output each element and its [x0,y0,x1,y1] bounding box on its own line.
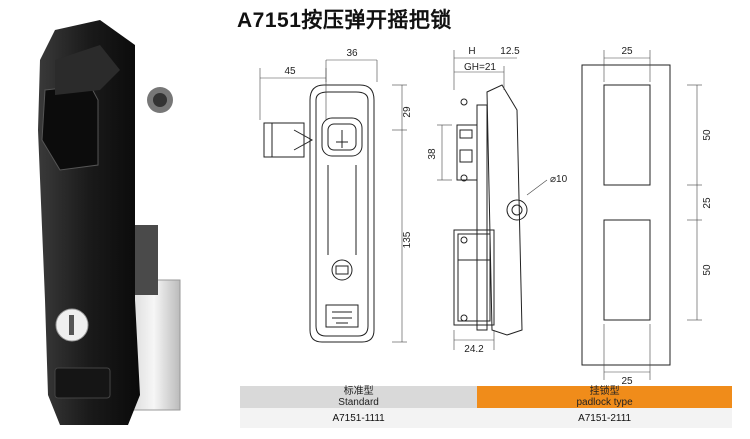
dim-gh: GH=21 [464,62,496,73]
model-table: 标准型 Standard 挂锁型 padlock type A7151-1111… [240,386,732,428]
dim-50-lower: 50 [702,264,713,276]
code-padlock: A7151-2111 [477,408,732,428]
side-view [453,84,528,336]
dim-29: 29 [402,106,413,118]
code-standard: A7151-1111 [240,408,478,428]
header-padlock: 挂锁型 padlock type [477,386,732,408]
dim-12-5: 12.5 [500,46,520,57]
dim-25-top: 25 [621,46,633,57]
dim-24-2: 24.2 [464,344,484,355]
dim-135: 135 [402,231,413,248]
product-photo [0,0,232,434]
page-title: A7151按压弹开摇把锁 [237,9,452,32]
dim-diameter: ⌀10 [550,174,568,185]
technical-drawing: 45 36 29 135 H 12.5 GH=21 38 ⌀10 24.2 25… [232,30,750,390]
front-view [263,84,375,343]
header-padlock-cn: 挂锁型 [589,386,620,397]
dim-25-mid: 25 [702,197,713,209]
dim-h: H [468,46,475,57]
dim-36: 36 [346,48,358,59]
header-standard-en: Standard [338,397,379,408]
header-standard: 标准型 Standard [240,386,478,408]
dim-38: 38 [427,148,438,160]
cutout-view [581,64,671,366]
header-standard-cn: 标准型 [343,386,374,397]
dim-45: 45 [284,66,296,77]
dim-25-bottom: 25 [621,376,633,387]
dim-50-upper: 50 [702,129,713,141]
header-padlock-en: padlock type [576,397,633,408]
